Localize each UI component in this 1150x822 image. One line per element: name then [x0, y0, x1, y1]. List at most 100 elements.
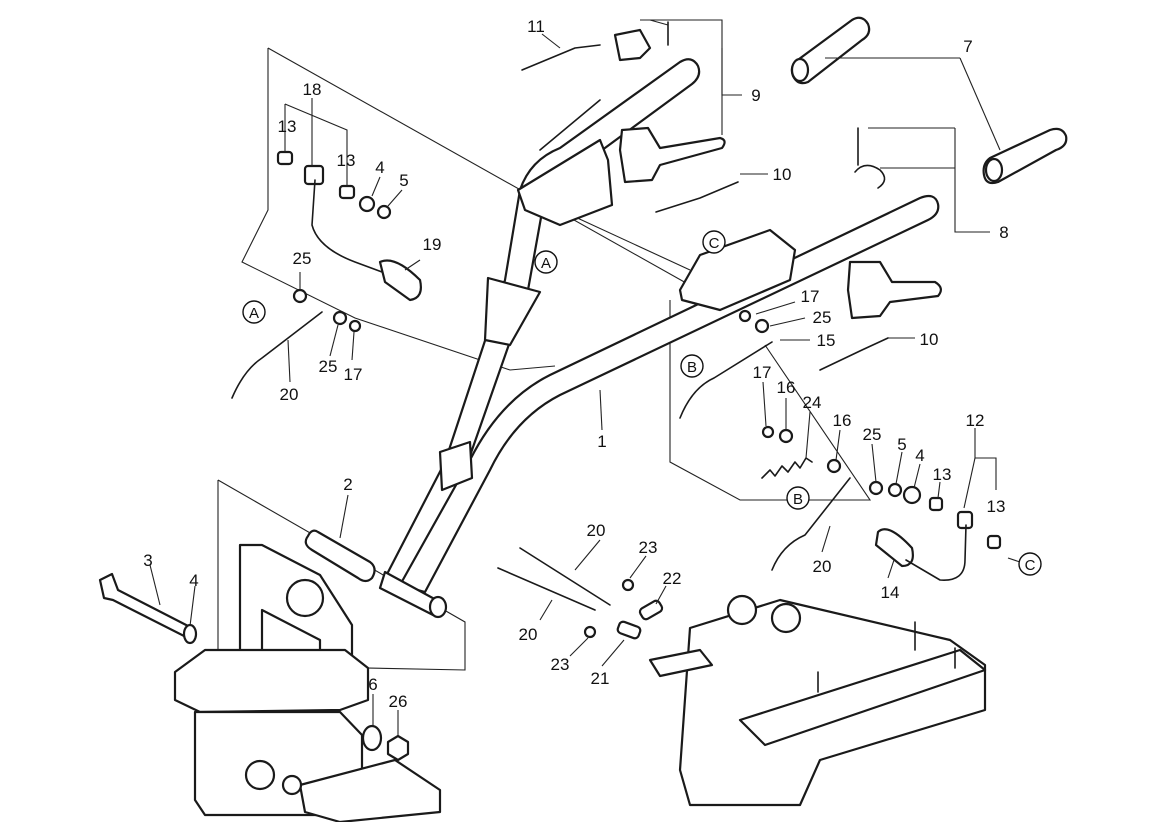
cable-part-20-right — [679, 341, 773, 419]
callout-15: 15 — [817, 331, 836, 350]
ref-a-left: A — [249, 305, 259, 322]
callout-17-lower-right: 17 — [753, 363, 772, 382]
callout-25-right-upper: 25 — [813, 308, 832, 327]
washer-part-25-left-b — [332, 310, 348, 326]
callout-19: 19 — [423, 235, 442, 254]
nut-part-17-left — [348, 319, 362, 333]
callout-20-right: 20 — [813, 557, 832, 576]
callout-10-lower: 10 — [920, 330, 939, 349]
right-group-outline — [669, 300, 872, 501]
frame-rail — [738, 648, 987, 747]
callout-21: 21 — [591, 669, 610, 688]
cables — [231, 44, 889, 611]
collar-part-12 — [956, 510, 974, 530]
ref-circle-c-lower — [1018, 552, 1042, 576]
ref-circle-b-upper — [680, 354, 704, 378]
callout-14: 14 — [881, 583, 900, 602]
pulley-right — [770, 602, 802, 634]
sleeve-part-2 — [304, 529, 376, 583]
base-bracket — [173, 543, 442, 822]
callout-1: 1 — [597, 432, 606, 451]
handle-frame — [378, 58, 940, 619]
cable-part-11 — [521, 44, 601, 71]
cable-part-10-lower — [819, 337, 889, 371]
engine-frame — [648, 594, 987, 807]
washer-part-4-lower — [182, 623, 198, 645]
callout-13-upper-a: 13 — [278, 117, 297, 136]
bushing-part-13-d — [986, 534, 1002, 550]
nut-part-26 — [386, 734, 410, 762]
grip-lower — [982, 127, 1068, 185]
frame-mount-tab — [648, 648, 714, 678]
callout-5-right: 5 — [897, 435, 906, 454]
callout-4-lower: 4 — [189, 571, 198, 590]
ref-c-upper: C — [709, 235, 720, 252]
ref-a-center: A — [541, 255, 551, 272]
callout-5-upper: 5 — [399, 171, 408, 190]
cable-part-10-upper — [655, 181, 739, 213]
clip-part-5-lower — [887, 482, 903, 498]
upper-stay-rod — [539, 99, 601, 151]
lever-body-lower — [846, 260, 942, 320]
knob-part-19 — [378, 259, 422, 302]
lower-base-group-outline — [217, 479, 466, 671]
grip-lower-flange — [984, 157, 1004, 183]
handle-tie-bracket — [438, 440, 474, 492]
clip-part-23-upper — [621, 578, 635, 592]
collar-part-18 — [303, 164, 325, 186]
callout-12: 12 — [966, 411, 985, 430]
lever-assembly-upper — [613, 21, 726, 184]
rod-part-19 — [311, 179, 383, 273]
washer-part-16-b — [826, 458, 842, 474]
clip-part-23-lower — [583, 625, 597, 639]
callout-25-right-lower: 25 — [863, 425, 882, 444]
washer-part-25-left-a — [292, 288, 308, 304]
callout-10-upper: 10 — [773, 165, 792, 184]
nut-part-17-upper-right — [738, 309, 752, 323]
callout-16-a: 16 — [777, 378, 796, 397]
callout-20-left: 20 — [280, 385, 299, 404]
rod-part-14 — [905, 524, 967, 581]
washer-part-4-right — [902, 485, 922, 505]
callout-17-upper-right: 17 — [801, 287, 820, 306]
callout-7: 7 — [963, 37, 972, 56]
callout-13-right-b: 13 — [987, 497, 1006, 516]
callout-24: 24 — [803, 393, 822, 412]
ref-circle-c-upper — [702, 230, 726, 254]
grips-part-7 — [790, 16, 1068, 185]
ref-c-lower: C — [1025, 557, 1036, 574]
cable-part-20-bottom-a — [519, 547, 611, 606]
callout-8: 8 — [999, 223, 1008, 242]
lever-body-upper — [618, 126, 726, 184]
nut-part-17-lower-right — [761, 425, 775, 439]
cable-end-parts — [583, 578, 664, 640]
pulley-left — [726, 594, 758, 626]
lever-assembly-lower — [846, 127, 942, 320]
small-parts-right — [738, 309, 1002, 581]
ref-circle-a-center — [534, 250, 558, 274]
callout-2: 2 — [343, 475, 352, 494]
callout-13-upper-b: 13 — [337, 151, 356, 170]
cable-part-20-lower — [771, 477, 851, 571]
grip-upper-flange — [790, 57, 810, 83]
spacer-part-6 — [361, 724, 383, 752]
knob-part-14 — [874, 528, 914, 568]
leader-lines — [149, 19, 1021, 736]
callout-23-lower: 23 — [551, 655, 570, 674]
handle-right-tube — [398, 194, 940, 594]
lever-clamp-lower — [854, 164, 886, 189]
right-bracket-plate — [678, 228, 797, 312]
washer-part-4-upper — [358, 195, 376, 213]
base-hinge-ring — [285, 578, 325, 618]
base-platform — [173, 648, 370, 714]
bushing-part-13-a — [276, 150, 294, 166]
cable-part-20-bottom-b — [497, 567, 596, 611]
callout-22: 22 — [663, 569, 682, 588]
callout-4-upper: 4 — [375, 158, 384, 177]
clip-part-5-upper — [376, 204, 392, 220]
bushing-part-13-b — [338, 184, 356, 200]
base-pivot-boss — [244, 759, 276, 791]
cable-part-20-left — [231, 311, 323, 399]
callout-3: 3 — [143, 551, 152, 570]
